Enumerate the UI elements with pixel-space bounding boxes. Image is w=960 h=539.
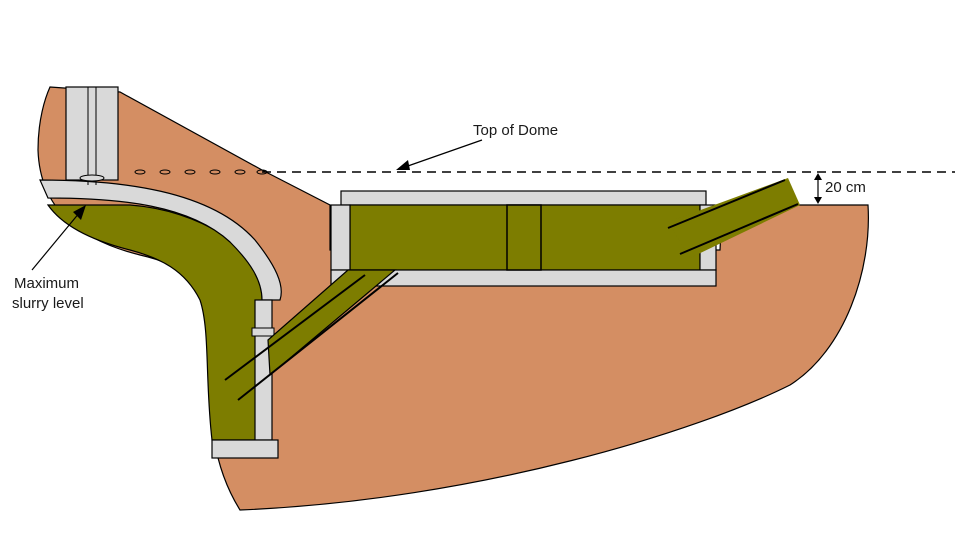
inclined-channel (267, 269, 397, 377)
clearance-arrow-down (814, 197, 822, 204)
inclined-channel-lower-edge (237, 272, 399, 401)
top-of-dome-label: Top of Dome (473, 122, 558, 139)
wall-joint (251, 327, 275, 337)
max-slurry-arrowhead (73, 205, 86, 220)
max-slurry-label-line1: Maximum (14, 275, 79, 292)
top-of-dome-arrowhead (396, 160, 410, 170)
gas-outlet-pipe (65, 86, 119, 181)
inlet-pipe-upper-edge (667, 179, 786, 229)
top-of-dome-arrow-line (404, 139, 483, 168)
inlet-pipe (668, 178, 800, 258)
clearance-arrow-up (814, 173, 822, 180)
inlet-pipe-lower-edge (679, 203, 799, 255)
outlet-tank-divider (506, 204, 542, 271)
outlet-tank-slab (340, 190, 707, 206)
digester-floor (211, 439, 279, 459)
gas-valve (79, 174, 105, 182)
max-slurry-arrow-line (31, 211, 81, 271)
inclined-channel-upper-edge (224, 274, 366, 381)
outlet-tank-left-wall (330, 204, 351, 271)
clearance-label: 20 cm (825, 179, 866, 196)
max-slurry-label-line2: slurry level (12, 295, 84, 312)
